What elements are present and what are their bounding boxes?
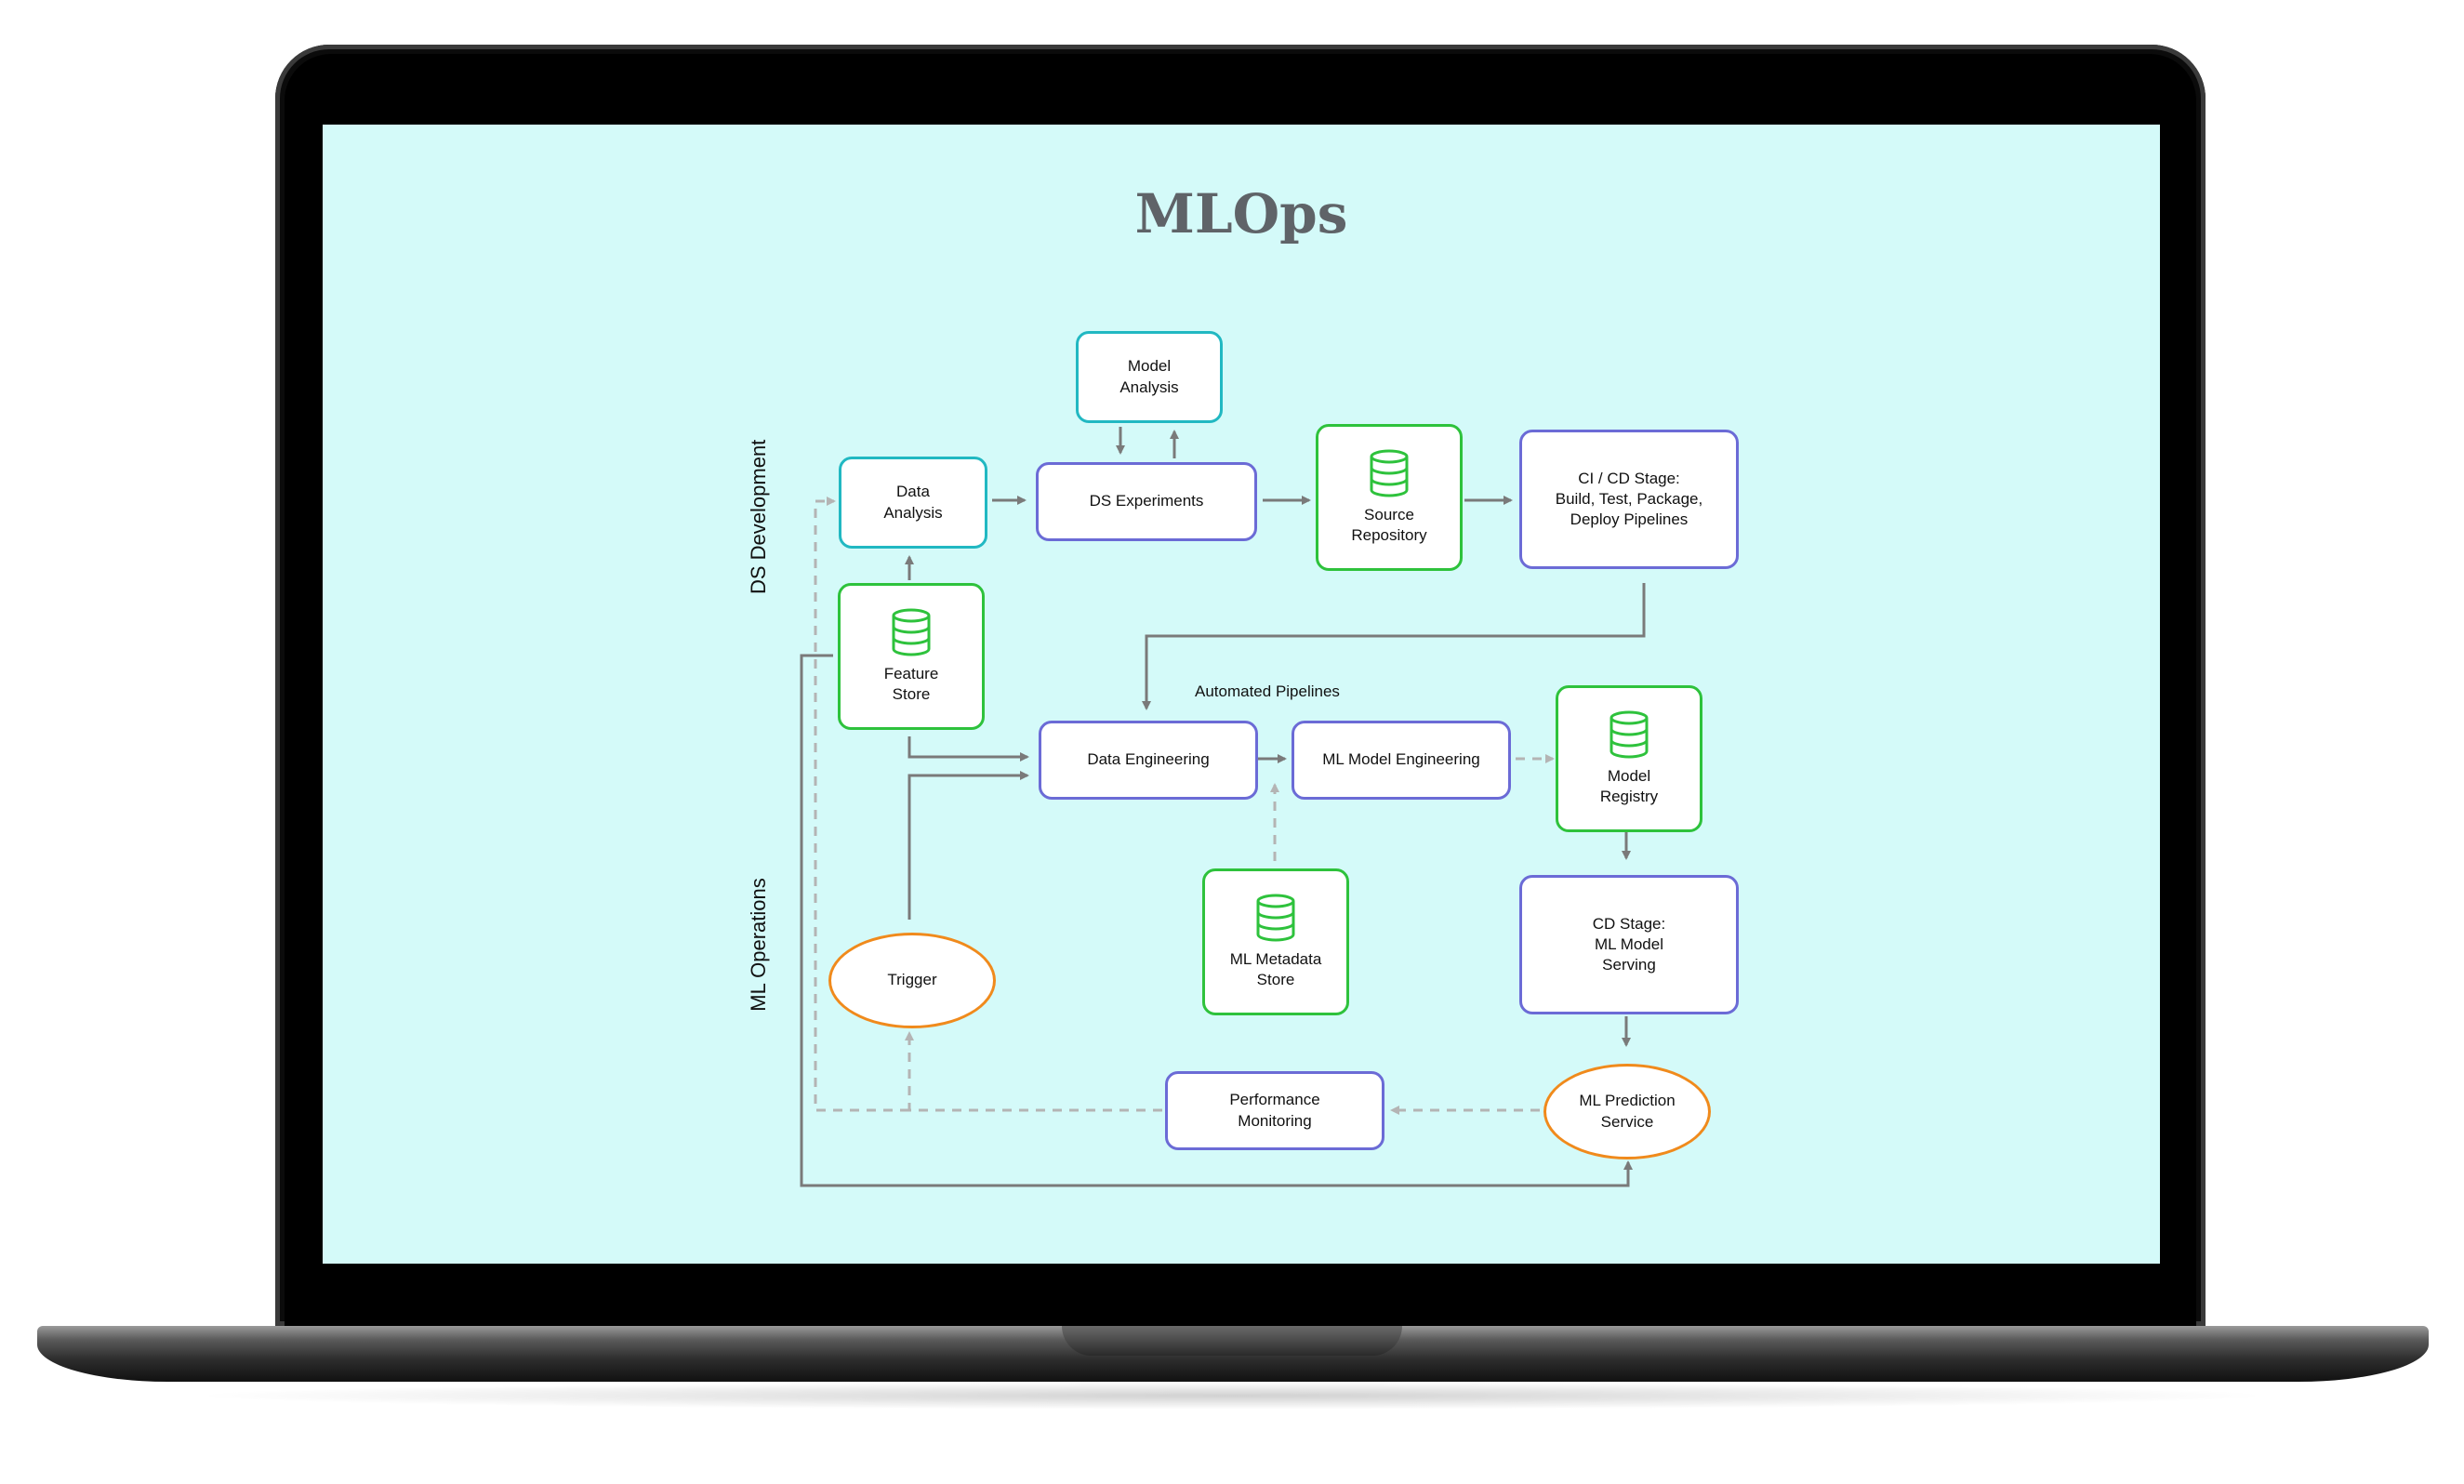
database-icon bbox=[892, 608, 931, 656]
node-ml-prediction-service-label: ML Prediction Service bbox=[1579, 1092, 1676, 1131]
node-ml-metadata-store-label: ML Metadata Store bbox=[1229, 949, 1322, 988]
diagram-title: MLOps bbox=[1134, 182, 1348, 245]
node-cd-stage: CD Stage: ML Model Serving bbox=[1519, 875, 1739, 1014]
section-label-ml-operations: ML Operations bbox=[747, 878, 770, 1012]
database-icon bbox=[1370, 449, 1409, 497]
diagram-connectors bbox=[800, 427, 1646, 1187]
dashed-arrow-performance-to-trigger bbox=[905, 1031, 1162, 1112]
node-data-engineering-label: Data Engineering bbox=[1087, 750, 1210, 769]
node-performance-monitoring-label: Performance Monitoring bbox=[1229, 1091, 1320, 1130]
database-icon bbox=[1256, 894, 1295, 942]
node-trigger: Trigger bbox=[828, 933, 996, 1028]
node-model-registry-label: Model Registry bbox=[1599, 766, 1659, 805]
arrow-cicd-to-data-engineering bbox=[1142, 583, 1646, 710]
database-icon bbox=[1610, 710, 1649, 759]
node-ds-experiments-label: DS Experiments bbox=[1089, 492, 1204, 510]
dashed-arrow-performance-to-data-analysis bbox=[814, 497, 909, 1112]
node-ml-prediction-service: ML Prediction Service bbox=[1543, 1064, 1711, 1159]
laptop-screen: MLOps bbox=[323, 125, 2160, 1264]
laptop-shadow bbox=[186, 1382, 2278, 1410]
automated-pipelines-label: Automated Pipelines bbox=[1195, 682, 1340, 700]
node-trigger-label: Trigger bbox=[887, 971, 937, 989]
node-ml-model-engineering: ML Model Engineering bbox=[1292, 721, 1511, 800]
node-ds-experiments: DS Experiments bbox=[1036, 462, 1257, 541]
laptop-notch bbox=[1062, 1326, 1402, 1356]
node-data-analysis: Data Analysis bbox=[839, 457, 987, 549]
arrow-trigger-to-data-engineering bbox=[907, 771, 1029, 920]
node-ci-cd-stage-label: CI / CD Stage: Build, Test, Package, Dep… bbox=[1555, 469, 1703, 529]
node-data-analysis-label: Data Analysis bbox=[883, 483, 943, 522]
section-label-ds-development: DS Development bbox=[747, 439, 770, 594]
node-cd-stage-label: CD Stage: ML Model Serving bbox=[1592, 914, 1666, 974]
node-feature-store-label: Feature Store bbox=[883, 664, 939, 703]
arrow-feature-store-loop-to-prediction-service bbox=[800, 654, 1633, 1187]
node-performance-monitoring: Performance Monitoring bbox=[1165, 1071, 1384, 1150]
node-source-repository-label: Source Repository bbox=[1351, 505, 1427, 544]
node-ml-model-engineering-label: ML Model Engineering bbox=[1322, 750, 1480, 769]
node-source-repository: Source Repository bbox=[1316, 424, 1463, 571]
node-feature-store: Feature Store bbox=[838, 583, 985, 730]
node-ml-metadata-store: ML Metadata Store bbox=[1202, 868, 1349, 1015]
node-data-engineering: Data Engineering bbox=[1039, 721, 1258, 800]
node-ci-cd-stage: CI / CD Stage: Build, Test, Package, Dep… bbox=[1519, 430, 1739, 569]
node-model-registry: Model Registry bbox=[1556, 685, 1702, 832]
node-model-analysis-label: Model Analysis bbox=[1119, 357, 1179, 396]
node-model-analysis: Model Analysis bbox=[1076, 331, 1223, 423]
arrow-feature-store-to-data-engineering bbox=[907, 736, 1029, 762]
